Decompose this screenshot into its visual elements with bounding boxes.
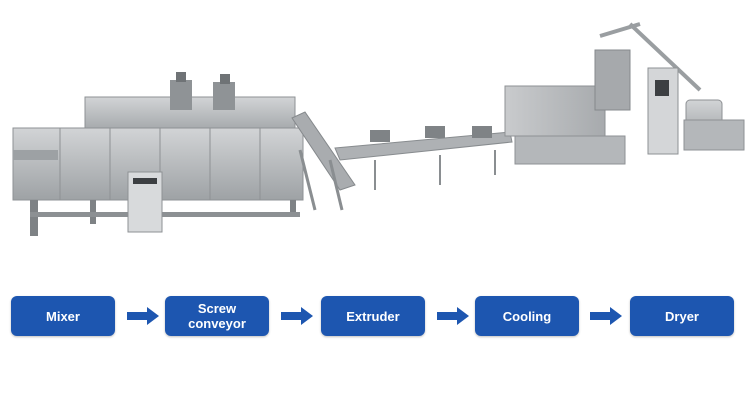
inclined-conveyor	[291, 111, 356, 211]
control-cabinet	[647, 67, 679, 155]
step-label: Dryer	[665, 308, 699, 324]
step-extruder: Extruder	[321, 296, 425, 336]
dryer-machine	[12, 72, 304, 236]
step-label: Cooling	[502, 308, 552, 324]
step-label: Mixer	[46, 308, 80, 324]
step-label: Screw conveyor	[188, 301, 246, 331]
arrow-right-icon	[590, 307, 622, 325]
extruder-machine	[504, 22, 702, 165]
arrow-right-icon	[127, 307, 159, 325]
step-screw-conveyor: Screw conveyor	[165, 296, 269, 336]
production-line-image	[12, 22, 745, 236]
arrow-right-icon	[281, 307, 313, 325]
mixer-machine	[683, 99, 745, 151]
step-mixer: Mixer	[11, 296, 115, 336]
step-label: Extruder	[346, 308, 400, 324]
step-cooling: Cooling	[475, 296, 579, 336]
step-dryer: Dryer	[630, 296, 734, 336]
arrow-right-icon	[437, 307, 469, 325]
cooling-conveyor	[334, 126, 513, 190]
